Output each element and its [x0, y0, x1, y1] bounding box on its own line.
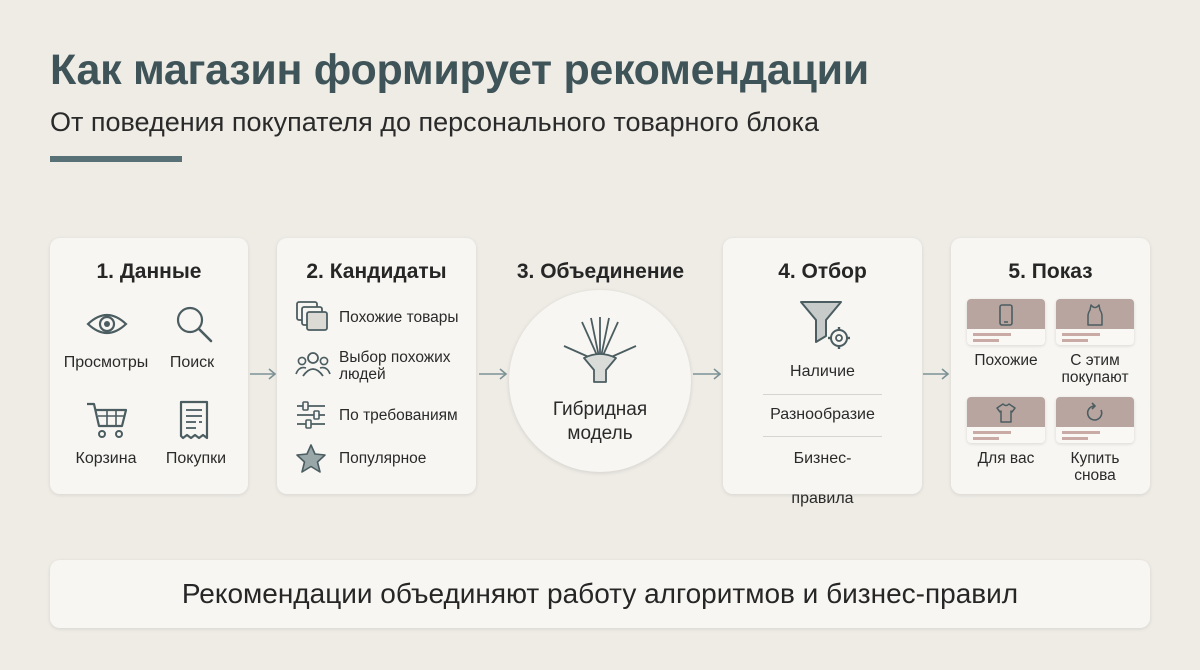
candidate-item-requirements: По требованиям: [295, 398, 468, 438]
candidate-item-people: Выбор похожих людей: [295, 346, 468, 386]
title-accent-rule: [50, 156, 182, 162]
tile-label: Купить снова: [1070, 450, 1120, 484]
arrow-icon: [250, 368, 277, 380]
step-merge-title: 3. Объединение: [516, 260, 685, 283]
recommendation-tile-bought-together: [1056, 299, 1134, 345]
step-merge-circle: Гибридная модель: [509, 290, 691, 472]
star-icon: [296, 444, 326, 473]
candidate-item-label: Популярное: [339, 450, 427, 467]
summary-banner: Рекомендации объединяют работу алгоритмо…: [50, 560, 1150, 628]
search-icon: [176, 306, 213, 343]
candidate-item-label-line2: людей: [339, 366, 386, 383]
filter-gear-icon: [800, 301, 850, 349]
data-item-search: Поиск: [169, 354, 215, 371]
merge-label-line2: модель: [567, 423, 633, 444]
tile-label: Похожие: [974, 352, 1038, 369]
tile-label: С этим покупают: [1061, 352, 1129, 386]
step-data-title: 1. Данные: [96, 260, 202, 283]
data-item-cart: Корзина: [75, 450, 137, 467]
candidate-item-label: Похожие товары: [339, 309, 459, 326]
tank-top-icon: [1087, 304, 1103, 326]
candidate-item-popular: Популярное: [295, 443, 468, 483]
step-display-card: 5. Показ Похожие С этим покупают Для вас: [951, 238, 1150, 494]
candidate-item-label-line1: Выбор похожих: [339, 349, 451, 366]
recommendation-tile-similar: [967, 299, 1045, 345]
page-subtitle: От поведения покупателя до персонального…: [50, 107, 819, 137]
eye-icon: [86, 313, 128, 335]
recommendation-tile-for-you: [967, 397, 1045, 443]
tshirt-icon: [996, 403, 1016, 423]
candidate-item-similar: Похожие товары: [295, 300, 468, 340]
people-icon: [295, 352, 331, 377]
tile-label: Для вас: [977, 450, 1035, 467]
arrow-icon: [479, 368, 508, 380]
step-candidates-card: 2. Кандидаты Похожие товары Выбор похожи…: [277, 238, 476, 494]
step-selection-title: 4. Отбор: [778, 260, 867, 283]
refresh-icon: [1086, 402, 1103, 421]
data-item-purchases: Покупки: [165, 450, 227, 467]
selection-item-diversity: Разнообразие: [770, 406, 875, 423]
step-candidates-title: 2. Кандидаты: [306, 260, 447, 283]
candidate-item-label: По требованиям: [339, 407, 458, 424]
recommendation-tile-buy-again: [1056, 397, 1134, 443]
sliders-icon: [297, 401, 325, 429]
selection-item-business-rules: Бизнес-правила: [791, 450, 854, 507]
step-selection-card: 4. Отбор Наличие Разнообразие Бизнес-пра…: [723, 238, 922, 507]
similar-items-icon: [296, 301, 328, 331]
merge-label: Гибридная модель: [509, 398, 691, 446]
arrow-icon: [923, 368, 950, 380]
selection-item-availability: Наличие: [790, 363, 855, 380]
selection-divider: [763, 394, 882, 395]
receipt-icon: [179, 400, 209, 440]
page-title: Как магазин формирует рекомендации: [50, 46, 869, 94]
cart-icon: [87, 402, 128, 438]
funnel-merge-icon: [563, 317, 637, 383]
step-data-card: 1. Данные Просмотры Поиск Корзина Покупк…: [50, 238, 248, 494]
arrow-icon: [693, 368, 722, 380]
data-item-views: Просмотры: [63, 354, 149, 371]
step-display-title: 5. Показ: [1008, 260, 1093, 283]
merge-label-line1: Гибридная: [552, 399, 648, 420]
selection-divider: [763, 436, 882, 437]
phone-icon: [999, 304, 1013, 326]
